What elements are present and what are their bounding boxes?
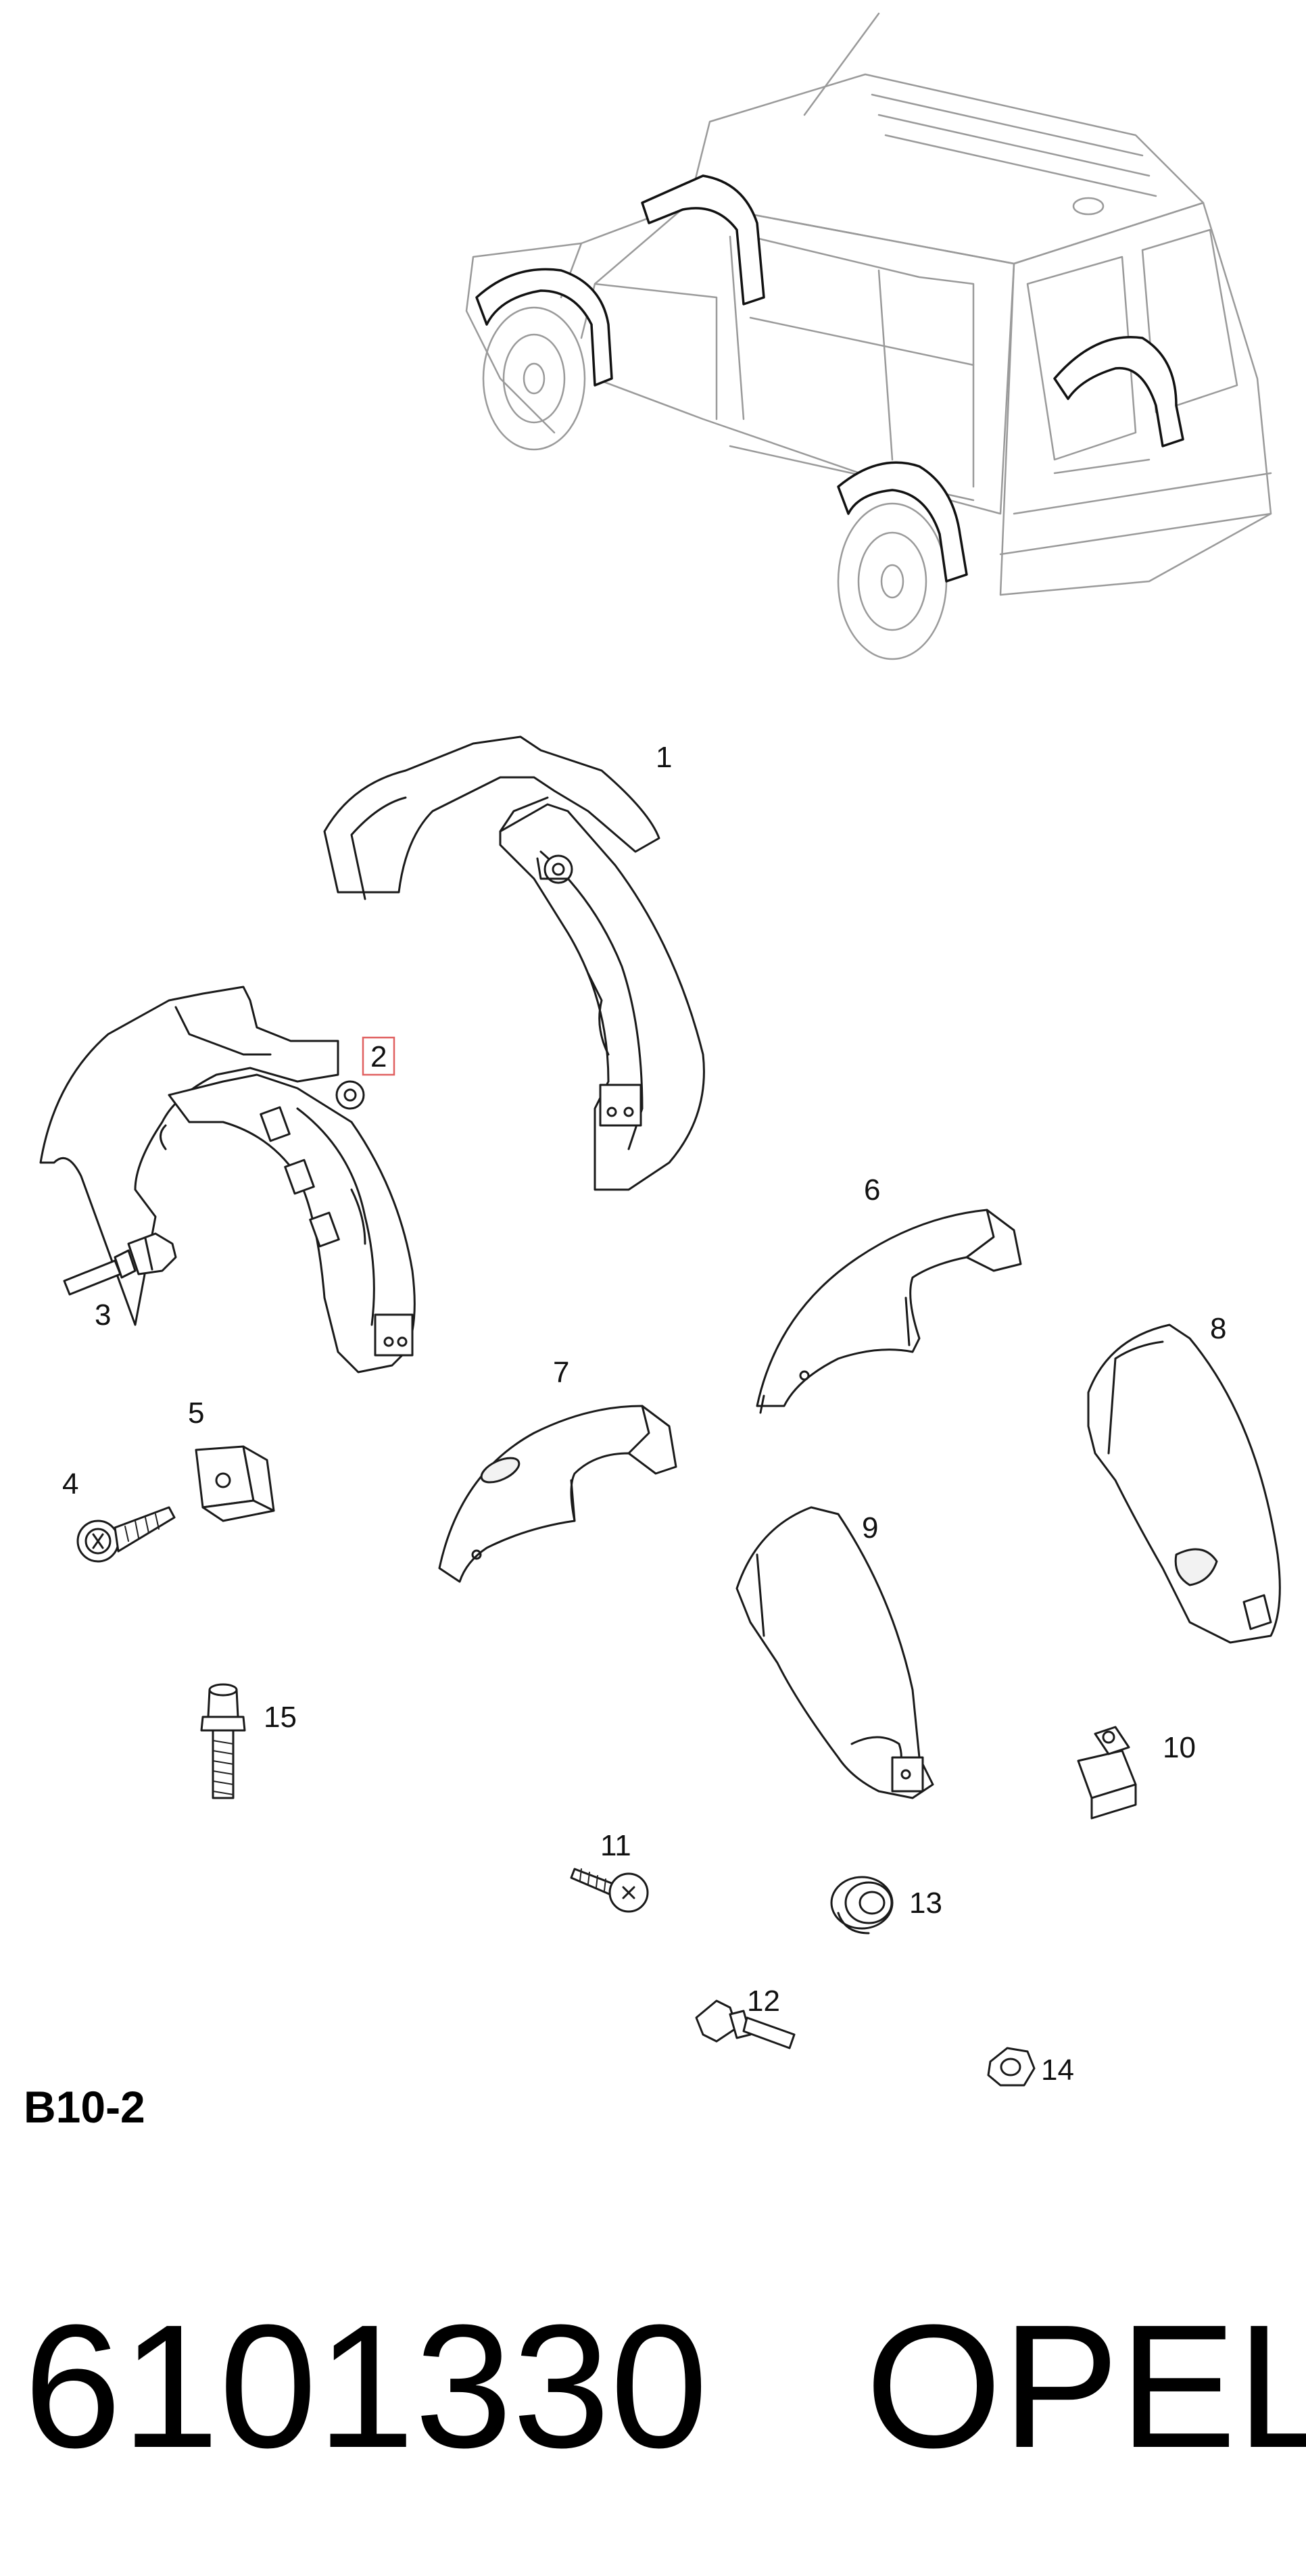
callout-8: 8 [1210,1312,1226,1345]
callout-3: 3 [95,1298,111,1332]
part-10-clip-nut [1077,1726,1137,1820]
part-7-arch-liner [438,1405,677,1583]
callout-4: 4 [62,1467,78,1501]
part-4-screw [76,1506,176,1563]
callout-2: 2 [370,1040,387,1073]
brand-name: OPEL [865,2289,1306,2485]
part-11-screw [570,1868,649,1913]
part-15-stud [200,1683,246,1799]
callout-2-highlight-box [362,1036,395,1076]
callout-6: 6 [864,1173,880,1207]
part-6-arch-liner [756,1209,1022,1414]
callout-7: 7 [553,1356,569,1389]
callout-12: 12 [747,1985,780,2018]
part-number: 6101330 [24,2289,708,2485]
callout-9: 9 [862,1511,878,1545]
part-5-clip-nut [195,1445,275,1522]
part-8-wheel-liner [1087,1323,1281,1644]
callout-5: 5 [188,1396,204,1430]
part-2-wheel-liner [39,986,416,1374]
part-1-wheel-liner [323,735,705,1191]
callout-10: 10 [1163,1731,1196,1764]
callout-1: 1 [656,741,672,774]
part-9-wheel-liner [735,1506,934,1799]
callout-15: 15 [264,1701,297,1734]
part-14-nut [987,2047,1036,2087]
callout-11: 11 [600,1829,631,1862]
part-13-grommet [830,1876,894,1935]
diagram-code: B10-2 [24,2082,145,2132]
callout-13: 13 [909,1887,942,1920]
part-12-push-rivet [695,1999,796,2049]
callout-14: 14 [1041,2053,1074,2087]
part-3-push-rivet [63,1232,177,1296]
vehicle-overview [465,12,1272,660]
